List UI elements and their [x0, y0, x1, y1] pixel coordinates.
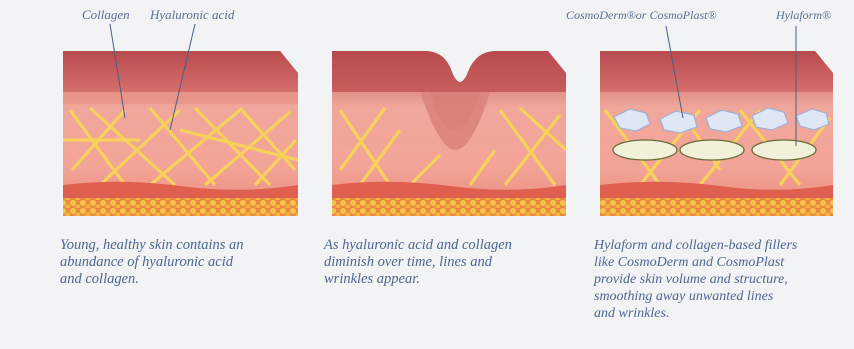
- hylaform-gel-fillers: [613, 140, 816, 160]
- fat-layer: [600, 198, 833, 216]
- caption-line: like CosmoDerm and CosmoPlast: [594, 254, 797, 271]
- caption-line: wrinkles appear.: [324, 271, 512, 288]
- fat-layer: [63, 198, 298, 216]
- caption-line: Young, healthy skin contains an: [60, 237, 244, 254]
- label-cosmoderm: CosmoDerm®or CosmoPlast®: [566, 8, 717, 23]
- label-hylaform: Hylaform®: [776, 8, 831, 23]
- caption-panel-3: Hylaform and collagen-based fillers like…: [594, 237, 797, 322]
- label-collagen: Collagen: [82, 7, 130, 23]
- caption-line: diminish over time, lines and: [324, 254, 512, 271]
- caption-line: As hyaluronic acid and collagen: [324, 237, 512, 254]
- panel-aging-skin: [332, 51, 566, 216]
- caption-line: and wrinkles.: [594, 305, 797, 322]
- label-hyaluronic-acid: Hyaluronic acid: [150, 7, 234, 23]
- fat-layer: [332, 198, 566, 216]
- caption-line: smoothing away unwanted lines: [594, 288, 797, 305]
- caption-panel-2: As hyaluronic acid and collagen diminish…: [324, 237, 512, 288]
- caption-line: Hylaform and collagen-based fillers: [594, 237, 797, 254]
- caption-line: abundance of hyaluronic acid: [60, 254, 244, 271]
- caption-panel-1: Young, healthy skin contains an abundanc…: [60, 237, 244, 288]
- caption-line: and collagen.: [60, 271, 244, 288]
- caption-line: provide skin volume and structure,: [594, 271, 797, 288]
- panel-young-skin: [63, 51, 298, 216]
- panel-filled-skin: [600, 51, 833, 216]
